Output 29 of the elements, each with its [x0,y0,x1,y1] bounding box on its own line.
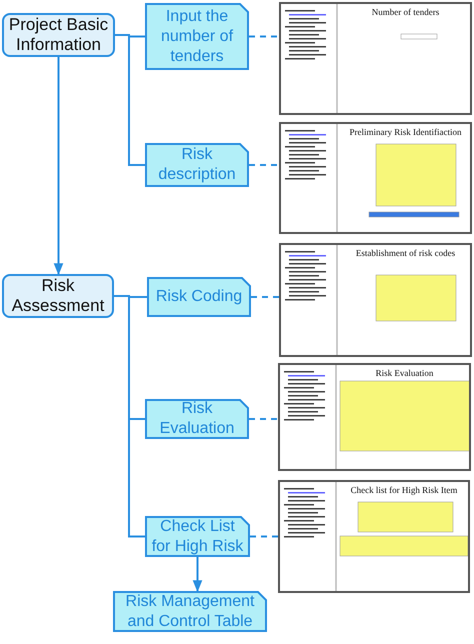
connector-line [54,57,64,276]
step-label: Input the number of tenders [160,6,234,66]
dashed-connector [250,536,278,538]
screen-title: Number of tenders [370,7,440,17]
step-label: Risk description [157,145,237,185]
connector-line [192,557,202,592]
step-label: Risk Management and Control Table [124,592,256,632]
step-box [145,3,249,70]
process-box [2,13,115,57]
screen-title: Establishment of risk codes [354,248,456,258]
box-label: Risk Assessment [10,276,106,316]
step-box [145,143,249,187]
dashed-connector [249,36,279,38]
dashed-connector [249,164,279,166]
screen-title: Risk Evaluation [374,368,434,378]
step-label: Check List for High Risk [150,516,244,556]
dashed-connector [251,296,279,298]
dashed-connector [249,418,278,420]
step-label: Risk Coding [156,287,242,307]
process-box [2,274,114,318]
box-label: Project Basic Information [8,14,109,56]
screen-title: Check list for High Risk Item [350,485,458,495]
step-box [145,399,249,439]
connector-line [115,34,145,166]
step-label: Risk Evaluation [158,399,236,439]
step-box [113,591,267,632]
connector-line [114,295,145,538]
step-box [147,277,251,317]
screen-title: Preliminary Risk Identifiaction [348,127,462,137]
